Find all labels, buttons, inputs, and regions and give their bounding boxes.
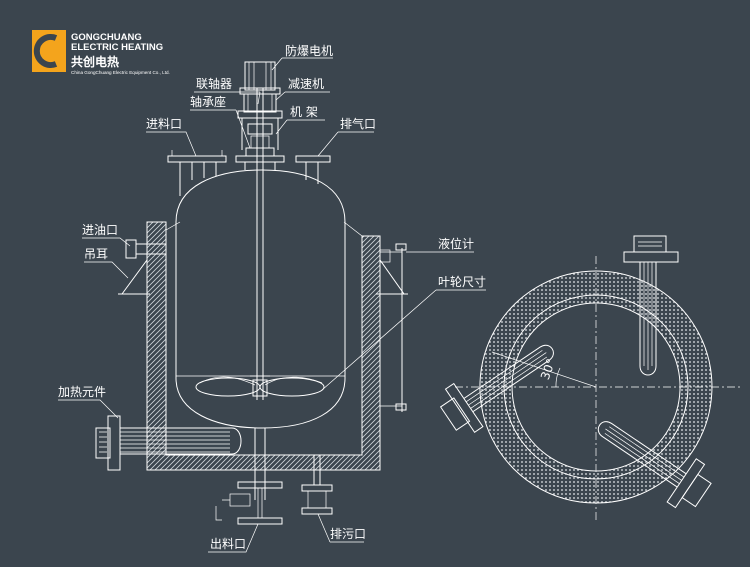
label-drain-outlet: 排污口 [330, 527, 366, 541]
lifting-lug-left [118, 258, 150, 295]
label-coupling: 联轴器 [196, 76, 232, 91]
label-level-gauge: 液位计 [438, 236, 474, 251]
label-lifting-lug: 吊耳 [84, 247, 108, 261]
label-impeller-size: 叶轮尺寸 [438, 275, 486, 289]
brand-name-line1: GONGCHUANG [71, 32, 142, 43]
discharge-outlet-pipe [215, 428, 283, 525]
insulation-ring [479, 270, 713, 504]
label-discharge-outlet: 出料口 [210, 537, 246, 551]
heating-element-left [95, 415, 242, 471]
lifting-lug-right [376, 249, 408, 295]
brand-name-cn: 共创电热 [71, 54, 119, 69]
label-vent: 排气口 [340, 116, 376, 131]
vent-nozzle [295, 155, 331, 184]
brand-tagline: China GongChuang Electric Equipment Co.,… [71, 70, 170, 75]
labels: 防爆电机 联轴器 减速机 轴承座 机 架 进料口 排气口 进油口 吊耳 液位计 … [58, 43, 486, 551]
heating-element-right-top-view [597, 421, 712, 509]
drain-outlet-pipe [301, 455, 333, 515]
label-bearing-seat: 轴承座 [190, 94, 226, 109]
label-angle: 30° [538, 357, 558, 382]
impeller [195, 375, 325, 397]
heating-element-left-top-view [439, 344, 554, 433]
label-frame: 机 架 [290, 105, 318, 119]
brand-logo: GONGCHUANG ELECTRIC HEATING 共创电热 China G… [32, 30, 170, 75]
feed-inlet-nozzle [167, 150, 227, 196]
leader-lines [58, 57, 486, 553]
label-explosion-proof-motor: 防爆电机 [285, 43, 333, 58]
brand-name-line2: ELECTRIC HEATING [71, 42, 163, 53]
label-reducer: 减速机 [288, 77, 324, 91]
label-oil-inlet: 进油口 [82, 223, 118, 237]
drive-stack [235, 61, 285, 170]
label-heating-element: 加热元件 [58, 385, 106, 399]
heating-element-top [623, 235, 679, 376]
level-gauge [380, 243, 407, 412]
top-view: 30° [439, 235, 740, 520]
agitator-shaft [256, 88, 264, 400]
label-feed-inlet: 进料口 [146, 117, 182, 131]
oil-inlet-nozzle [125, 239, 166, 259]
motor-body-icon [244, 61, 276, 91]
